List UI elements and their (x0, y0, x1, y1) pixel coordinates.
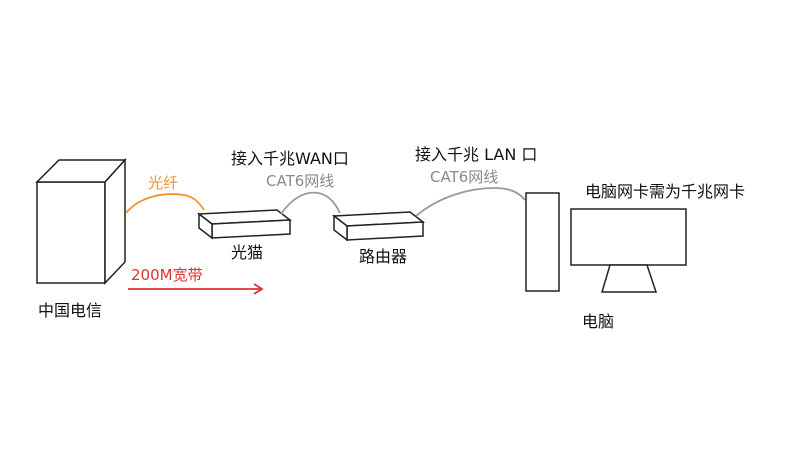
computer-label: 电脑 (582, 312, 614, 331)
lan-port-label: 接入千兆 LAN 口 (415, 145, 537, 164)
bandwidth-arrow (128, 283, 264, 295)
cable2-label: CAT6网线 (430, 168, 498, 186)
fiber-label: 光纤 (148, 174, 178, 192)
modem-device (196, 209, 293, 240)
wan-port-label: 接入千兆WAN口 (231, 149, 349, 168)
cable-modem-router (280, 191, 341, 215)
pc-tower (525, 192, 560, 292)
telecom-box (35, 158, 127, 285)
telecom-label: 中国电信 (38, 301, 102, 320)
router-device (331, 211, 426, 242)
bandwidth-label: 200M宽带 (131, 266, 203, 284)
cable1-label: CAT6网线 (266, 172, 334, 190)
monitor (570, 208, 687, 293)
router-label: 路由器 (359, 247, 407, 266)
pc-note-label: 电脑网卡需为千兆网卡 (585, 182, 745, 201)
fiber-line (125, 193, 205, 214)
modem-label: 光猫 (231, 243, 263, 262)
cable-router-pc (415, 187, 526, 217)
